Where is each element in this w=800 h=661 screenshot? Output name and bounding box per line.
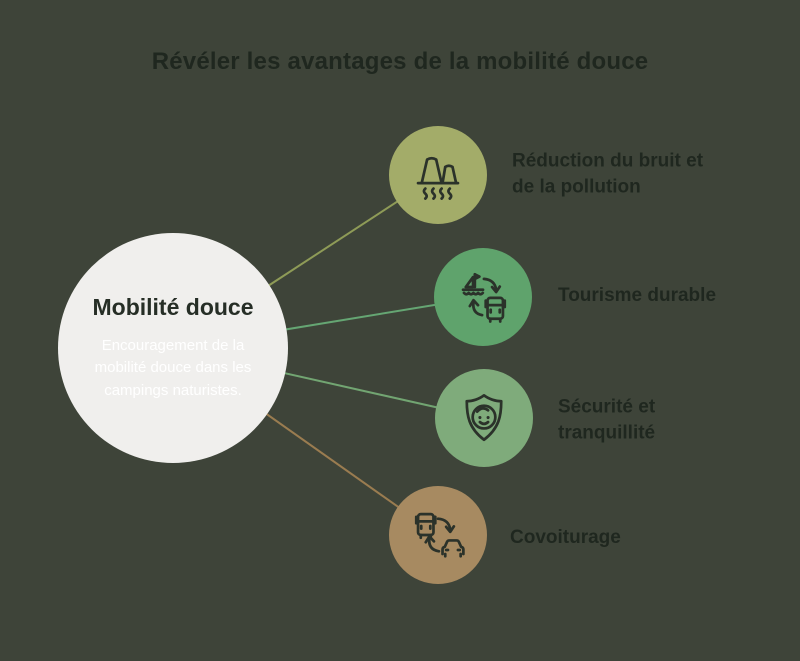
node-label-covoiturage: Covoiturage	[510, 527, 621, 549]
node-label-pollution: Réduction du bruit et de la pollution	[512, 150, 704, 197]
pollution-towers-icon	[416, 156, 460, 200]
node-circle-covoiturage	[389, 486, 487, 584]
shield-smile-icon	[465, 393, 503, 442]
node-circle-tourisme	[434, 248, 532, 346]
node-label-tourisme: Tourisme durable	[558, 285, 717, 307]
node-label-securite: Sécurité et tranquillité	[558, 396, 656, 443]
page-title: Révéler les avantages de la mobilité dou…	[151, 48, 649, 75]
boat-bus-exchange-icon	[461, 272, 507, 323]
node-circle-pollution	[389, 126, 487, 224]
bus-car-exchange-icon	[414, 512, 465, 558]
hub-title: Mobilité douce	[92, 293, 254, 320]
node-circle-securite	[435, 369, 533, 467]
hub-subtitle: Encouragement de la mobilité douce dans …	[94, 336, 252, 399]
hub-circle: Mobilité douce Encouragement de la mobil…	[58, 233, 288, 463]
